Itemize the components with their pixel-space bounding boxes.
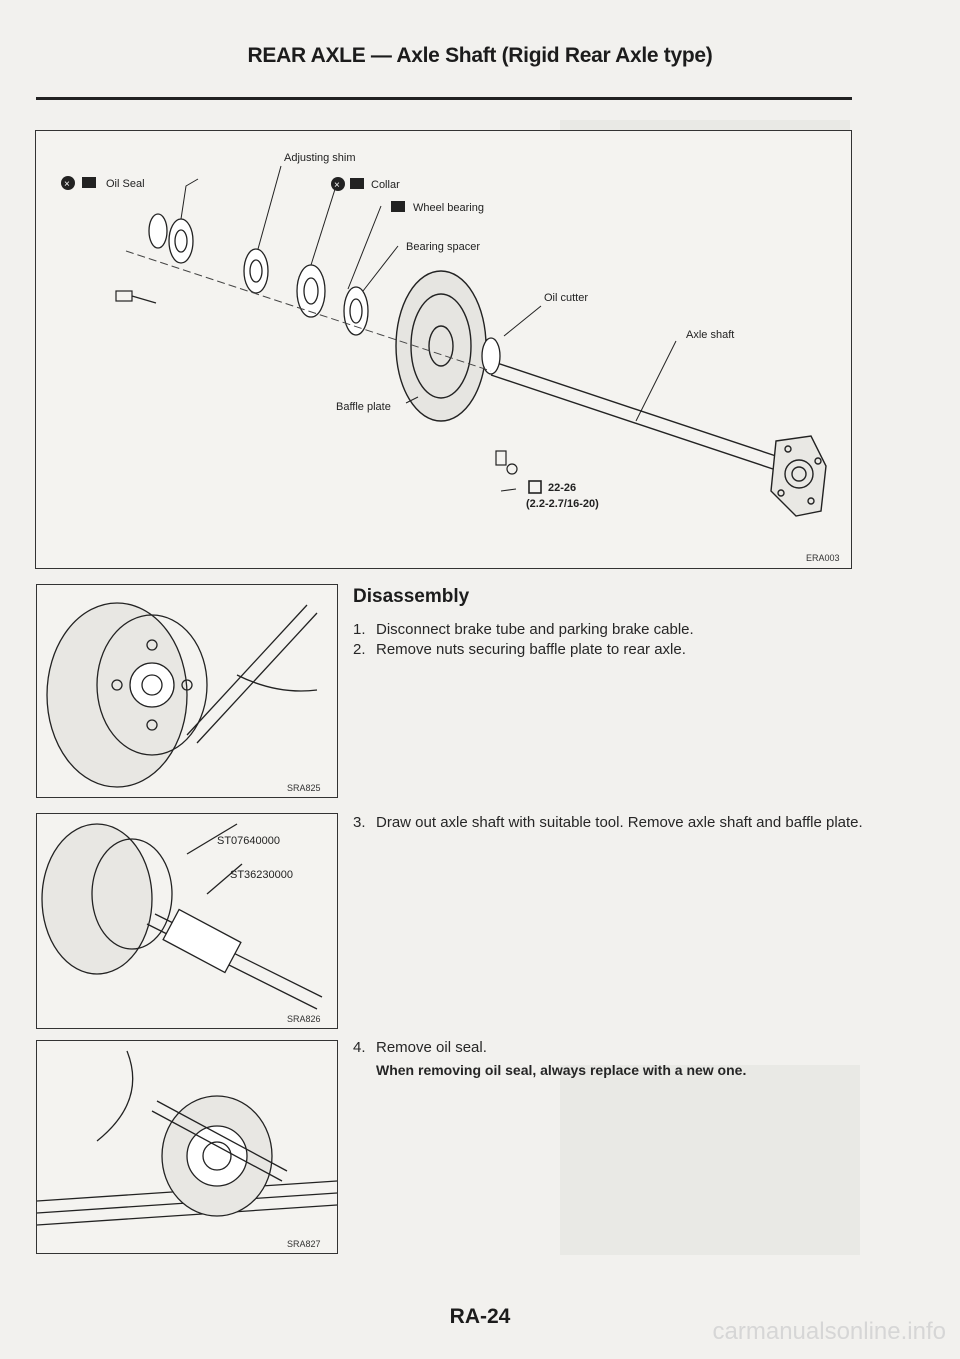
step-number: 1. — [353, 621, 366, 638]
step-text: Remove oil seal. — [376, 1039, 487, 1056]
bolt-drawing — [115, 290, 518, 475]
step-item: 3. Draw out axle shaft with suitable tool… — [353, 813, 873, 833]
figure-code: SRA827 — [287, 1239, 321, 1249]
bleed-through-block — [560, 1065, 860, 1255]
bearing-stack-drawing — [148, 213, 369, 336]
label-axle-shaft: Axle shaft — [686, 329, 734, 341]
figure-sra827: SRA827 — [36, 1040, 338, 1254]
figure-sra825: SRA825 — [36, 584, 338, 798]
figure-code: SRA826 — [287, 1014, 321, 1024]
step-number: 2. — [353, 641, 366, 658]
grease-icon — [350, 178, 364, 189]
label-torque-value: 22-26 — [548, 482, 576, 494]
baffle-plate-drawing — [395, 270, 487, 422]
page-title: REAR AXLE — Axle Shaft (Rigid Rear Axle … — [247, 44, 713, 67]
new-part-icon: × — [61, 176, 75, 190]
label-torque-alt: (2.2-2.7/16-20) — [526, 498, 599, 510]
page-number: RA-24 — [449, 1305, 511, 1328]
step-item: 4. Remove oil seal. — [353, 1038, 873, 1058]
label-wheel-bearing: Wheel bearing — [413, 202, 484, 214]
step-text: Disconnect brake tube and parking brake … — [376, 621, 694, 638]
label-collar: Collar — [371, 179, 400, 191]
exploded-diagram: Adjusting shim × Oil Seal × Collar Wheel… — [35, 130, 852, 569]
step-item: 1. Disconnect brake tube and parking brak… — [353, 620, 823, 640]
new-part-icon: × — [331, 177, 345, 191]
step-number: 3. — [353, 814, 366, 831]
grease-icon — [82, 177, 96, 188]
label-oil-seal: Oil Seal — [106, 178, 145, 190]
step-item: 2. Remove nuts securing baffle plate to r… — [353, 640, 823, 660]
step-text: Remove nuts securing baffle plate to rea… — [376, 641, 686, 658]
watermark: carmanualsonline.info — [712, 1318, 946, 1345]
label-bearing-spacer: Bearing spacer — [406, 241, 480, 253]
section-title: Disassembly — [353, 586, 470, 607]
figure-code: ERA003 — [806, 553, 840, 563]
torque-icon — [528, 480, 542, 494]
axle-shaft-drawing — [490, 360, 827, 517]
svg-text:×: × — [64, 179, 70, 190]
warning-note: When removing oil seal, always replace w… — [376, 1062, 747, 1078]
step-text: Draw out axle shaft with suitable tool. … — [376, 814, 863, 831]
oil-cutter-drawing — [481, 337, 501, 375]
step-number: 4. — [353, 1039, 366, 1056]
label-oil-cutter: Oil cutter — [544, 292, 588, 304]
svg-text:×: × — [334, 180, 340, 191]
header-rule — [36, 97, 852, 100]
tool-label-st07640000: ST07640000 — [217, 835, 280, 847]
label-adjusting-shim: Adjusting shim — [284, 152, 356, 164]
grease-icon — [391, 201, 405, 212]
figure-code: SRA825 — [287, 783, 321, 793]
tool-label-st36230000: ST36230000 — [230, 869, 293, 881]
figure-sra826: ST07640000 ST36230000 SRA826 — [36, 813, 338, 1029]
label-baffle-plate: Baffle plate — [336, 401, 391, 413]
